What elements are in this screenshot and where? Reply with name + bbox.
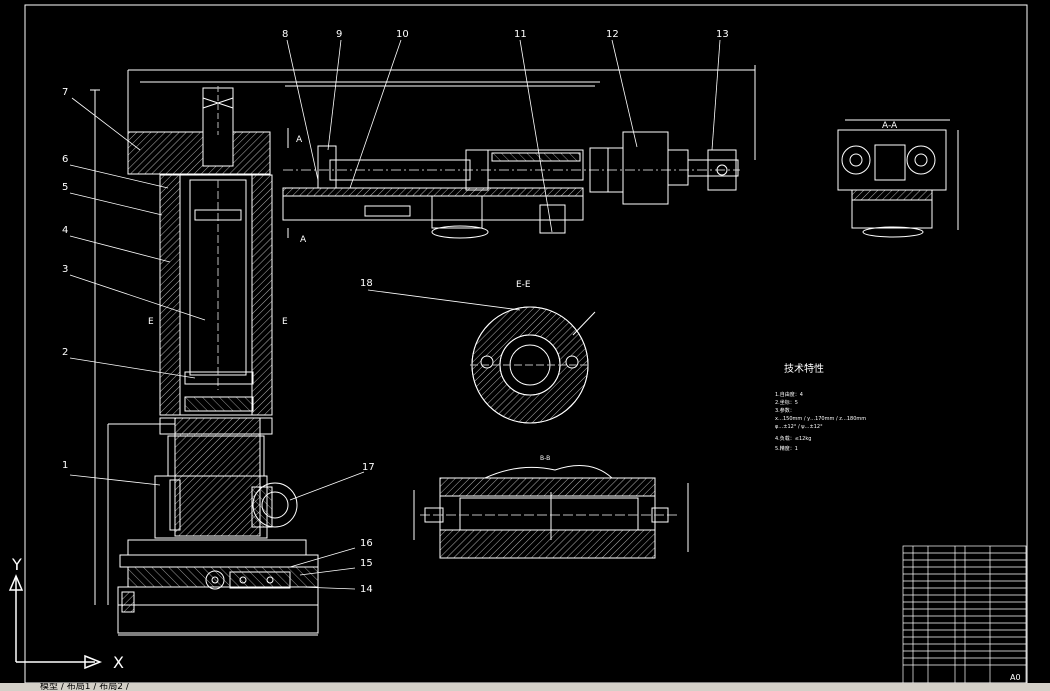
title-block [902,545,1027,684]
tech-line-7: 5.精度：1 [775,445,798,452]
tech-line-3: 3.参数： [775,407,795,414]
callout-7: 7 [62,87,68,98]
callout-5: 5 [62,182,68,193]
section-a-bottom: A [300,235,307,245]
callout-16: 16 [360,538,373,549]
section-a-top: A [296,135,303,145]
section-b-b-view: B-B [540,455,550,462]
tech-line-4: x…150mm / y…170mm / z…180mm [775,416,866,422]
callout-11: 11 [514,29,527,40]
layout-tabs[interactable]: 模型 / 布局1 / 布局2 / [0,683,1050,691]
callout-3: 3 [62,264,68,275]
callout-2: 2 [62,347,68,358]
callout-1: 1 [62,460,68,471]
callout-6: 6 [62,154,68,165]
tech-line-5: φ…±12° / ψ…±12° [775,424,823,430]
callout-10: 10 [396,29,409,40]
main-assembly [90,86,319,636]
tech-line-2: 2.坐标：5 [775,399,798,406]
callout-13: 13 [716,29,729,40]
callout-4: 4 [62,225,68,236]
ucs-icon [8,574,103,670]
callout-12: 12 [606,29,619,40]
view-a-a [837,119,959,238]
view-b-b [413,465,689,559]
section-e-right: E [282,317,288,327]
tech-lines: 1.自由度：4 2.坐标：5 3.参数： x…150mm / y…170mm /… [775,391,866,452]
section-a-a-view: A-A [882,121,898,131]
ucs-x-label: X [113,653,124,672]
leader-lines [69,39,721,590]
ucs-y-label: Y [11,555,22,574]
callout-9: 9 [336,29,342,40]
callout-8: 8 [282,29,288,40]
tech-line-1: 1.自由度：4 [775,391,803,398]
layout-tabs-label[interactable]: 模型 / 布局1 / 布局2 / [40,683,129,691]
callout-14: 14 [360,584,373,595]
tech-line-6: 4.负载：≤12kg [775,435,811,442]
callout-15: 15 [360,558,373,569]
view-e-e [470,306,596,424]
callouts: 1 2 3 4 5 6 7 8 9 10 11 12 13 14 15 16 1… [62,29,729,595]
section-e-e-view: E-E [516,280,531,290]
tech-title: 技术特性 [784,362,824,375]
callout-18: 18 [360,278,373,289]
horizontal-arm [127,65,756,239]
sheet-size: A0 [1010,673,1021,682]
callout-17: 17 [362,462,375,473]
section-labels: E E A A A-A E-E B-B [148,121,898,462]
section-e-left: E [148,317,154,327]
